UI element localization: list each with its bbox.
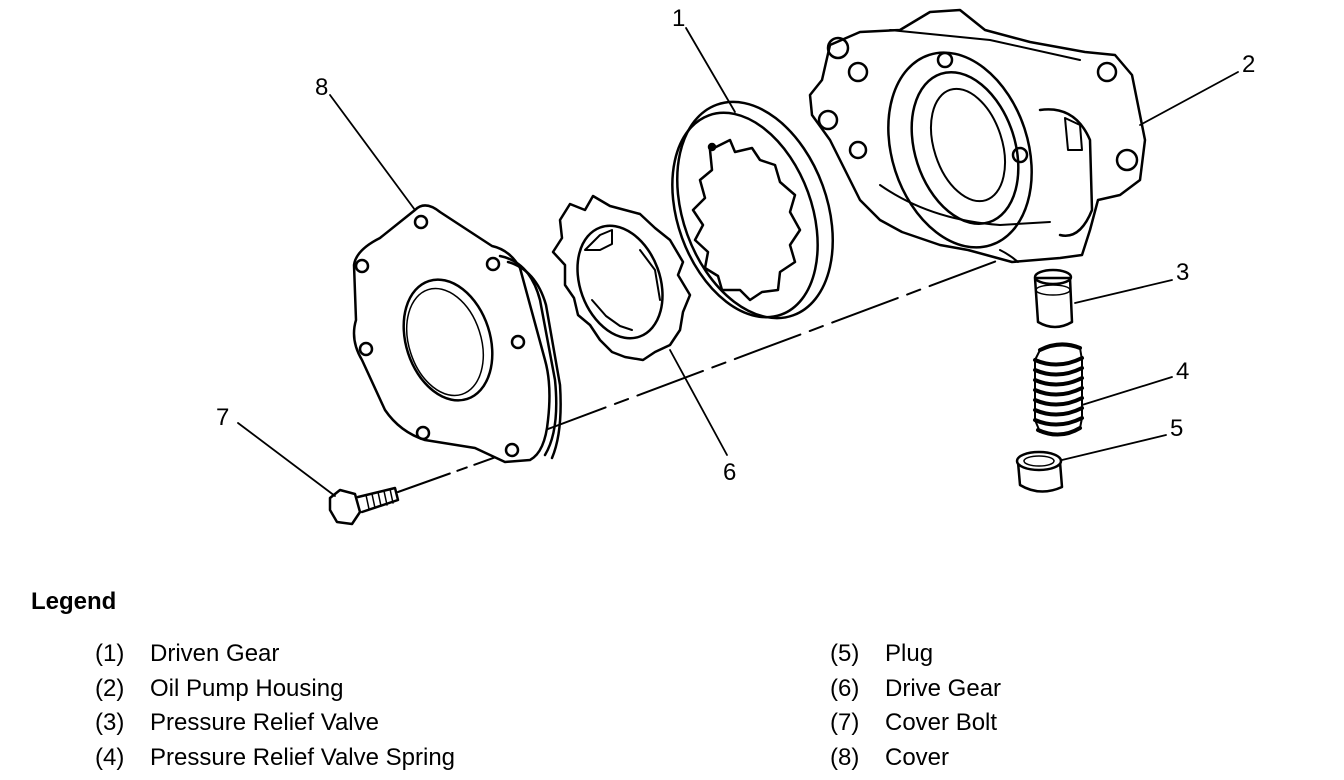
legend-item: (1) Driven Gear [95,640,455,675]
legend-item-label: Cover [885,743,950,771]
legend-item-label: Plug [885,640,934,667]
legend-item-number: (2) [95,674,125,702]
legend-item-number: (8) [830,743,860,771]
pressure-relief-valve-spring-part [1033,342,1084,437]
callout-5: 5 [1170,415,1183,442]
legend-right-column: (5) Plug (6) Drive Gear (7) Cover Bolt (… [830,640,1001,778]
pressure-relief-valve-part [1033,268,1074,329]
callout-7: 7 [216,404,229,431]
leader-lines [237,27,1239,497]
legend-item-label: Pressure Relief Valve Spring [150,743,456,771]
legend-item-label: Drive Gear [885,674,1002,702]
legend-item: (3) Pressure Relief Valve [95,709,455,744]
legend-item: (8) Cover [830,744,1001,779]
legend-left-column: (1) Driven Gear (2) Oil Pump Housing (3)… [95,640,455,778]
cover-part [352,204,562,464]
callout-6: 6 [723,459,736,486]
legend-item-label: Oil Pump Housing [150,674,344,702]
legend-item: (7) Cover Bolt [830,709,1001,744]
callout-1: 1 [672,5,685,32]
callout-2: 2 [1242,51,1255,78]
callout-8: 8 [315,74,328,101]
legend-item-number: (5) [830,640,860,667]
assembly-centerline [397,255,1011,493]
legend-item-number: (1) [95,640,125,667]
exploded-view-diagram: 1 2 3 4 5 6 7 8 [216,5,1255,526]
legend-item: (4) Pressure Relief Valve Spring [95,744,455,779]
legend-item-number: (4) [95,743,125,771]
legend-item: (2) Oil Pump Housing [95,675,455,710]
legend-item-label: Pressure Relief Valve [150,709,379,736]
driven-gear-part [671,100,834,320]
legend-item-number: (3) [95,709,125,736]
legend-item: (5) Plug [830,640,1001,675]
legend-item: (6) Drive Gear [830,675,1001,710]
drive-gear-part [551,194,692,362]
legend-item-number: (7) [830,709,860,736]
legend-title: Legend [31,588,117,615]
callout-4: 4 [1176,358,1189,385]
legend-item-label: Cover Bolt [885,709,998,736]
cover-bolt-part [328,486,400,526]
legend-item-label: Driven Gear [150,640,280,667]
oil-pump-housing-part [808,8,1147,264]
plug-part [1015,450,1064,493]
callout-3: 3 [1176,259,1189,286]
legend-item-number: (6) [830,674,860,702]
